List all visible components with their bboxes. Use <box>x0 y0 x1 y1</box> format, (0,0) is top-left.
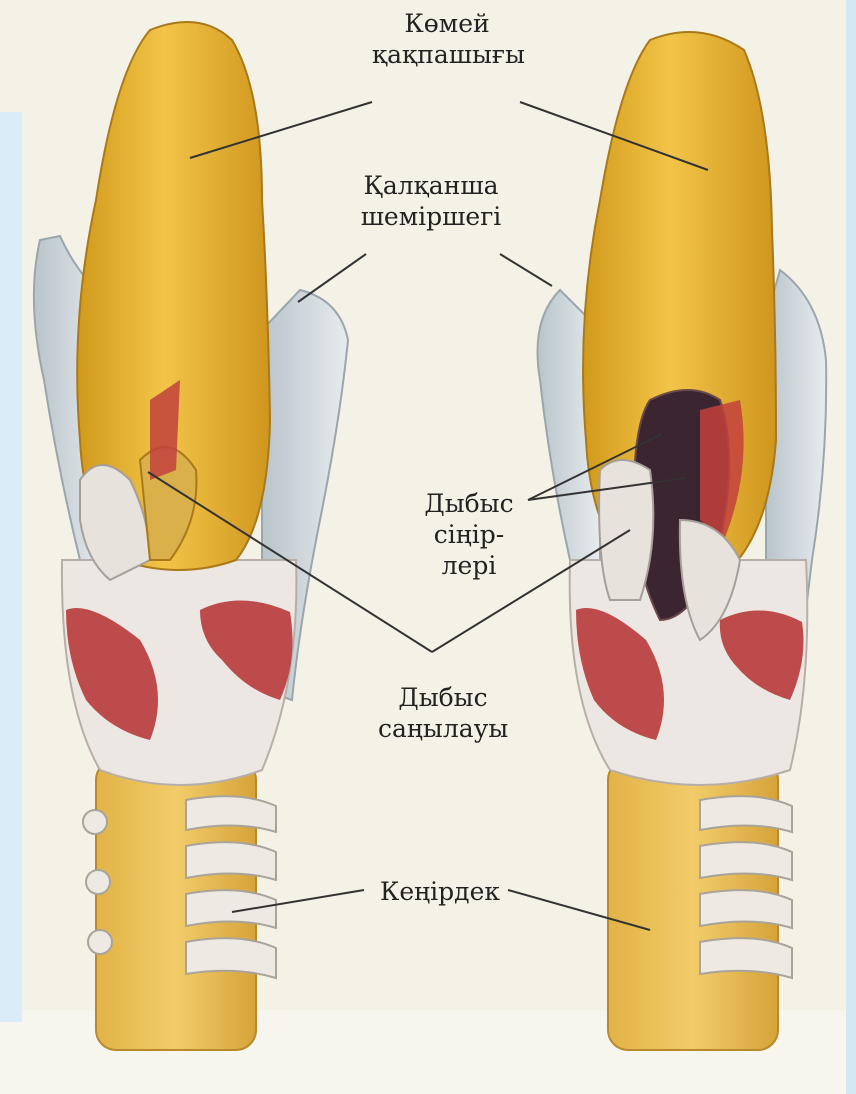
label-glottis-line1: Дыбыс <box>378 682 508 713</box>
label-trachea: Кеңірдек <box>370 876 510 907</box>
label-glottis-line2: саңылауы <box>378 713 508 744</box>
label-thyroid-cartilage: Қалқанша шеміршегі <box>356 170 506 232</box>
label-vocal-line1: Дыбыс <box>414 488 524 519</box>
left-larynx <box>34 22 348 1050</box>
label-epiglottis-line1: Көмей <box>372 8 522 39</box>
label-thyroid-line2: шеміршегі <box>356 201 506 232</box>
label-vocal-cords: Дыбыс сіңір- лері <box>414 488 524 581</box>
label-glottis: Дыбыс саңылауы <box>378 682 508 744</box>
label-vocal-line3: лері <box>414 550 524 581</box>
label-trachea-line1: Кеңірдек <box>370 876 510 907</box>
label-epiglottis-line2: қақпашығы <box>372 39 522 70</box>
leader-thyroid-left <box>298 254 366 302</box>
label-epiglottis: Көмей қақпашығы <box>372 8 522 70</box>
right-larynx <box>538 32 827 1050</box>
label-vocal-line2: сіңір- <box>414 519 524 550</box>
leader-thyroid-right <box>500 254 552 286</box>
label-thyroid-line1: Қалқанша <box>356 170 506 201</box>
